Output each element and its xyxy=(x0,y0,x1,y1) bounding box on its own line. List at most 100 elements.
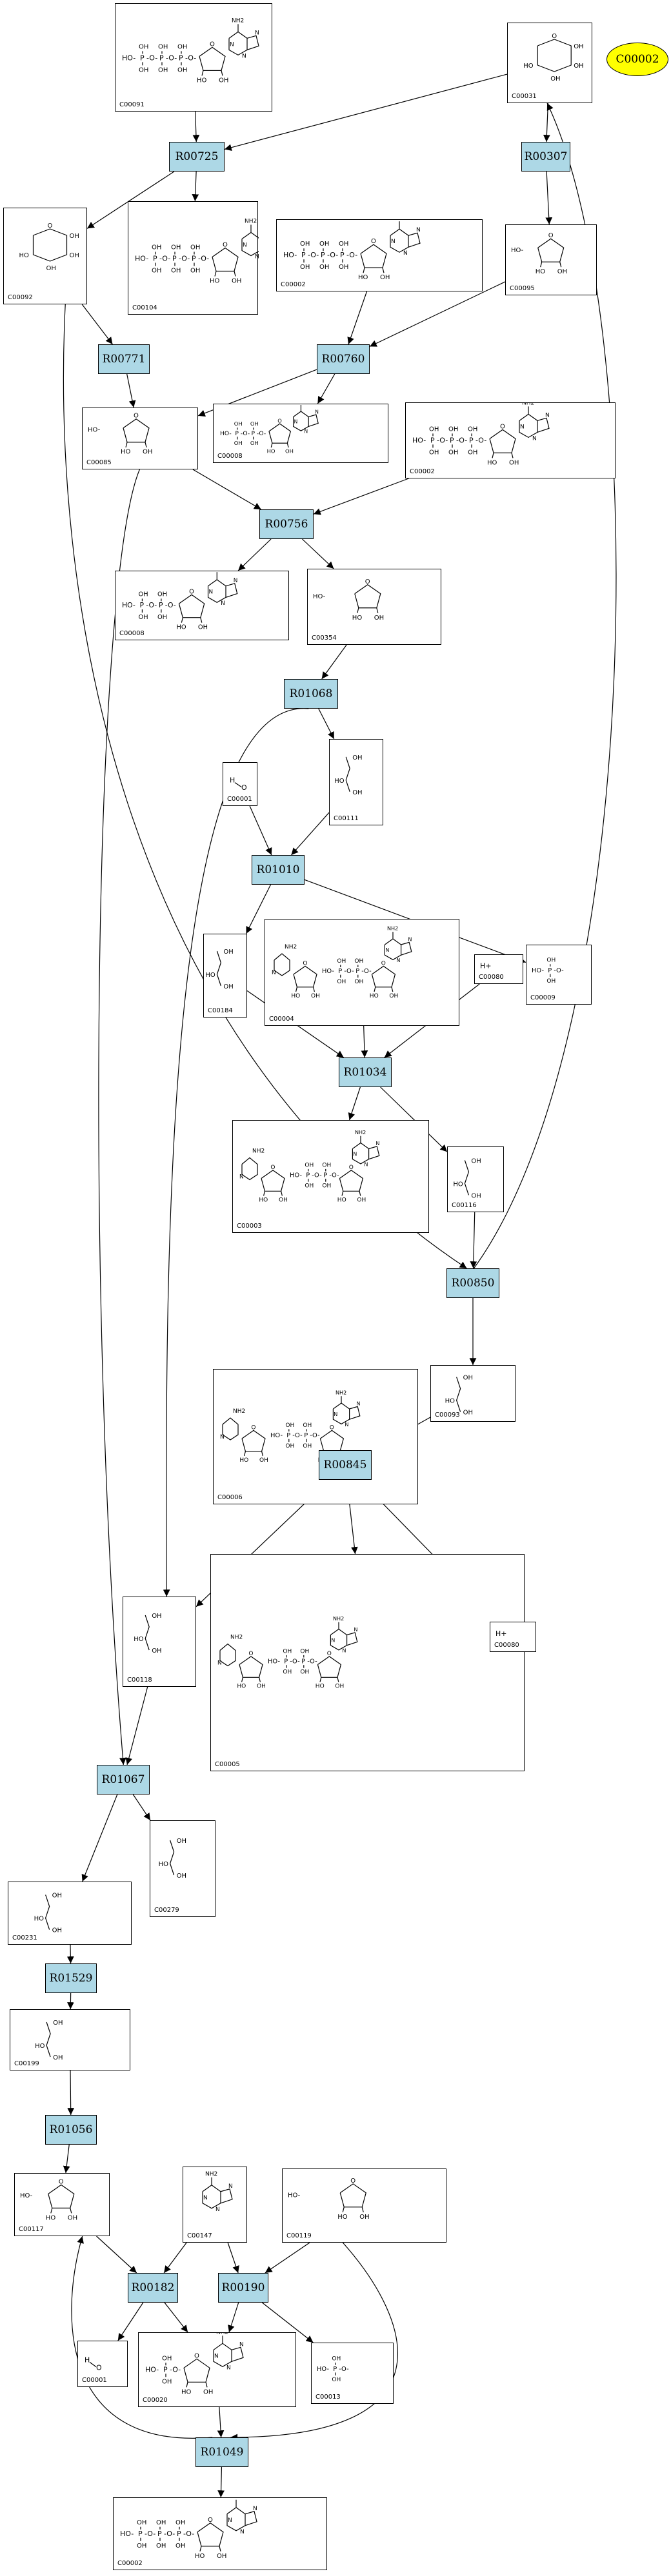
svg-text:N: N xyxy=(255,254,259,261)
svg-text:OH: OH xyxy=(546,978,556,985)
edge-r00190-c00020 xyxy=(228,2302,239,2333)
compound-id-label: C00008 xyxy=(217,453,243,460)
svg-text:N: N xyxy=(239,1174,244,1181)
svg-text:O: O xyxy=(365,578,370,585)
compound-node-c00002a[interactable]: HO-OHPOH-O-OHPOH-O-OHPOH-O-OHOOHNNNNH2C0… xyxy=(276,219,483,291)
svg-text:HO: HO xyxy=(19,252,30,259)
reaction-node-r01034[interactable]: R01034 xyxy=(339,1057,392,1087)
svg-text:O: O xyxy=(134,413,139,420)
edge-r00307-c00095 xyxy=(545,171,553,225)
svg-text:O: O xyxy=(327,1651,332,1657)
reaction-node-r00725[interactable]: R00725 xyxy=(169,142,225,172)
svg-text:-O-: -O- xyxy=(554,967,564,974)
reaction-node-r00190[interactable]: R00190 xyxy=(218,2273,268,2303)
svg-text:P: P xyxy=(306,1172,310,1179)
svg-text:OH: OH xyxy=(359,2214,369,2221)
compound-node-c00006[interactable]: NNH2OHOOHHO-OHPOH-O-OHPOH-O-OHOOHNNNNH2C… xyxy=(213,1369,418,1504)
svg-text:NH2: NH2 xyxy=(333,1615,344,1622)
svg-text:HO: HO xyxy=(453,1181,463,1188)
reaction-node-r00845[interactable]: R00845 xyxy=(319,1450,372,1480)
start-compound-node[interactable]: C00002 xyxy=(606,43,668,76)
edge-r01034-c00003 xyxy=(348,1086,361,1121)
svg-text:-O-: -O- xyxy=(146,601,157,609)
svg-text:P: P xyxy=(548,967,552,974)
svg-text:P: P xyxy=(450,436,454,444)
svg-text:HO: HO xyxy=(487,459,497,466)
svg-text:-O-: -O- xyxy=(308,251,319,259)
reaction-node-r01068[interactable]: R01068 xyxy=(284,679,338,709)
svg-text:OH: OH xyxy=(177,1873,186,1880)
svg-text:P: P xyxy=(469,436,474,444)
svg-text:HO-: HO- xyxy=(220,430,232,437)
svg-text:P: P xyxy=(172,255,177,263)
edge-c00116-r00850 xyxy=(470,1212,477,1269)
svg-text:-O-: -O- xyxy=(257,430,266,437)
edge-c00085-r00756 xyxy=(192,469,262,510)
compound-node-c00080b[interactable]: H+C00080 xyxy=(490,1622,536,1652)
reaction-node-r01010[interactable]: R01010 xyxy=(252,855,305,885)
svg-text:N: N xyxy=(416,227,421,233)
svg-text:N: N xyxy=(214,2353,219,2359)
compound-id-label: C00279 xyxy=(154,1907,179,1914)
compound-node-c00104[interactable]: HO-OHPOH-O-OHPOH-O-OHPOH-O-OHOOHNNNNH2C0… xyxy=(128,201,259,315)
reaction-node-r00307[interactable]: R00307 xyxy=(521,142,570,172)
reaction-node-r01056[interactable]: R01056 xyxy=(45,2115,97,2145)
svg-text:HO-: HO- xyxy=(288,2192,301,2199)
svg-text:OH: OH xyxy=(300,264,310,271)
svg-text:-O-: -O- xyxy=(159,255,170,263)
reaction-node-r00850[interactable]: R00850 xyxy=(446,1268,499,1298)
reaction-node-r01067[interactable]: R01067 xyxy=(97,1765,150,1794)
reaction-node-r00760[interactable]: R00760 xyxy=(317,344,370,374)
compound-node-c00080a[interactable]: H+C00080 xyxy=(474,954,523,984)
svg-text:OH: OH xyxy=(380,274,390,281)
reaction-node-r00182[interactable]: R00182 xyxy=(128,2273,178,2303)
svg-text:N: N xyxy=(203,2195,208,2201)
edge-r01068-c00111 xyxy=(318,708,335,740)
svg-text:N: N xyxy=(234,578,238,584)
reaction-node-r00756[interactable]: R00756 xyxy=(259,509,314,539)
svg-text:P: P xyxy=(321,251,325,259)
compound-node-c00002c[interactable]: HO-OHPOH-O-OHPOH-O-OHPOH-O-OHOOHNNNNH2C0… xyxy=(113,2497,327,2570)
reaction-node-r00771[interactable]: R00771 xyxy=(98,344,150,374)
svg-text:OH: OH xyxy=(143,449,152,456)
svg-text:OH: OH xyxy=(250,440,259,446)
svg-text:P: P xyxy=(157,2530,162,2538)
svg-text:OH: OH xyxy=(283,1669,292,1676)
svg-text:OH: OH xyxy=(574,63,583,70)
reaction-node-r01529[interactable]: R01529 xyxy=(45,1963,97,1993)
svg-text:-O-: -O- xyxy=(307,1658,317,1666)
reaction-node-r01049[interactable]: R01049 xyxy=(195,2437,248,2467)
svg-text:O: O xyxy=(241,783,247,792)
svg-text:N: N xyxy=(272,970,276,976)
